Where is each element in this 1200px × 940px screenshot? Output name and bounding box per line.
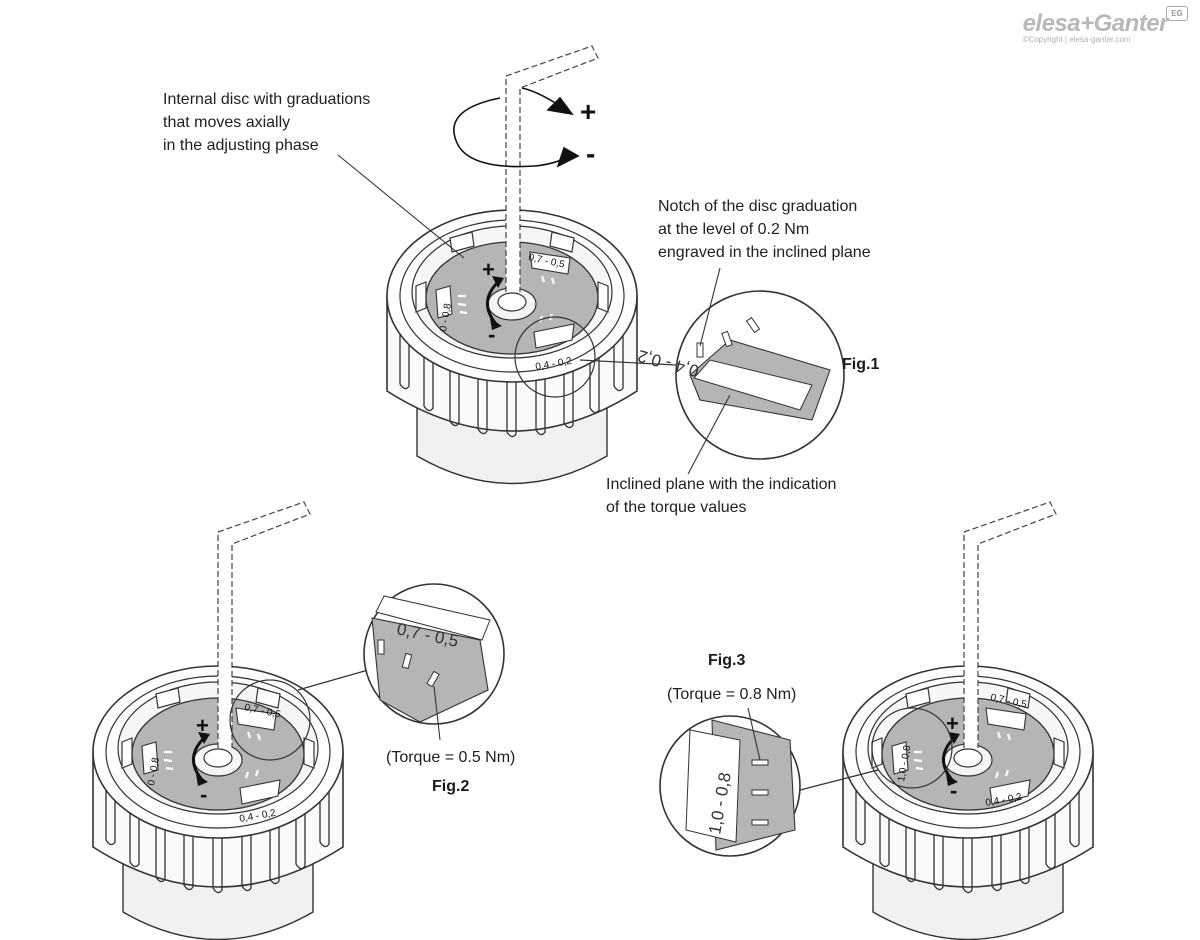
disc-minus-fig3: - (950, 778, 957, 803)
scale-left-fig2: 0 - 0,8 (146, 756, 162, 786)
rotation-minus: - (586, 138, 596, 169)
callout-plane-line1: Inclined plane with the indication (606, 476, 837, 493)
brand-logo: elesa+Ganter ©Copyright | elesa-ganter.c… (1022, 6, 1188, 44)
fig2-label: Fig.2 (432, 778, 470, 795)
callout-notch-line1: Notch of the disc graduation (658, 198, 858, 215)
leader-lines-fig1 (337, 154, 731, 475)
callout-notch: Notch of the disc graduation at the leve… (658, 195, 871, 264)
brand-badge: EG (1166, 6, 1188, 21)
callout-disc: Internal disc with graduations that move… (163, 88, 370, 157)
fig2-torque: (Torque = 0.5 Nm) (386, 749, 516, 766)
callout-plane: Inclined plane with the indication of th… (606, 473, 836, 519)
callout-plane-line2: of the torque values (606, 499, 747, 516)
knob-fig3 (841, 501, 1095, 940)
knob-fig2 (91, 501, 345, 940)
callout-disc-line1: Internal disc with graduations (163, 91, 371, 108)
callout-disc-line2: that moves axially (163, 114, 291, 131)
disc-minus-fig2: - (200, 782, 207, 807)
brand-copyright: ©Copyright | elesa-ganter.com (1022, 35, 1131, 44)
scale-left-fig1: 0 - 0,8 (438, 302, 454, 332)
fig3-label: Fig.3 (708, 652, 746, 669)
callout-notch-line2: at the level of 0.2 Nm (658, 221, 810, 238)
disc-plus-fig3: + (946, 711, 959, 736)
disc-plus-fig2: + (196, 713, 209, 738)
zoom-circle-fig3 (659, 707, 953, 857)
fig1-label: Fig.1 (842, 356, 880, 373)
rotation-plus: + (580, 96, 597, 127)
callout-notch-line3: engraved in the inclined plane (658, 244, 871, 261)
brand-name: elesa+Ganter (1022, 10, 1169, 37)
fig3-torque: (Torque = 0.8 Nm) (667, 686, 797, 703)
knob-fig1 (385, 45, 639, 485)
zoom-circle-fig2 (229, 583, 505, 761)
disc-minus-fig1: - (488, 322, 495, 347)
callout-disc-line3: in the adjusting phase (163, 137, 319, 154)
rotation-loop (453, 87, 580, 168)
disc-plus-fig1: + (482, 257, 495, 282)
zoom-circle-fig1 (514, 290, 845, 460)
